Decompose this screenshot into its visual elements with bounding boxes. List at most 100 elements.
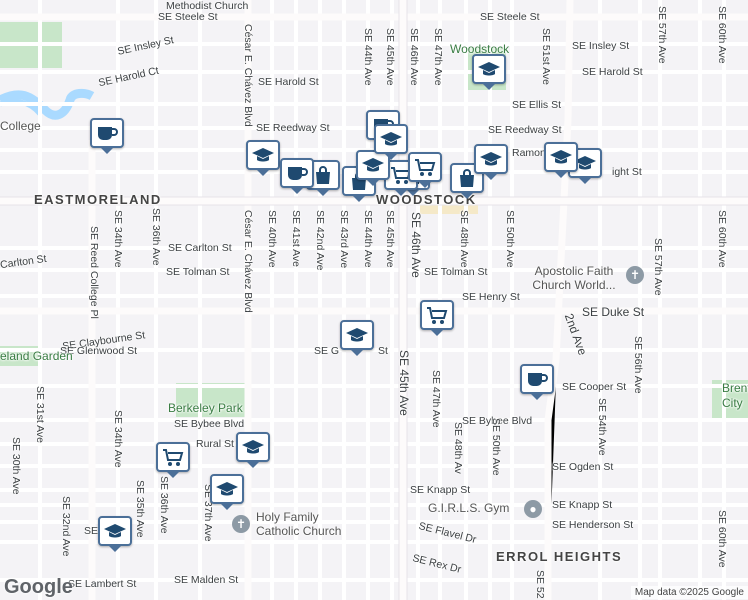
street-reedway-east: SE Reedway St xyxy=(488,124,562,136)
street-43rd: SE 43rd Ave xyxy=(338,210,350,269)
street-glenwood-east-suffix: St xyxy=(378,345,388,357)
street-46th-north: SE 46th Ave xyxy=(408,28,420,86)
river xyxy=(0,88,95,120)
street-54th: SE 54th Ave xyxy=(596,398,608,456)
map-marker[interactable] xyxy=(156,442,190,478)
street-tolman-east: SE Tolman St xyxy=(424,266,488,278)
map-marker[interactable] xyxy=(450,163,484,199)
street-60th-south: SE 60th Ave xyxy=(716,510,728,568)
street-knapp-west: SE Knapp St xyxy=(410,484,471,496)
map-marker[interactable] xyxy=(544,142,578,178)
church-icon: ✝ xyxy=(626,266,644,284)
map-marker[interactable] xyxy=(408,152,442,188)
street-bybee-west: SE Bybee Blvd xyxy=(174,418,245,430)
school-icon xyxy=(215,479,239,499)
street-steele-east: SE Steele St xyxy=(480,11,540,23)
map-marker[interactable] xyxy=(374,124,408,160)
street-42nd: SE 42nd Ave xyxy=(314,210,326,271)
map-marker[interactable] xyxy=(90,118,124,154)
shopping-cart-icon xyxy=(161,447,185,467)
street-henderson: SE Henderson St xyxy=(552,519,634,531)
shopping-bag-icon xyxy=(311,165,335,185)
park-area xyxy=(176,383,250,417)
street-knight: ight St xyxy=(612,166,642,178)
street-reed-college-pl: SE Reed College Pl xyxy=(88,226,100,319)
street-34th-north: SE 34th Ave xyxy=(112,210,124,268)
school-icon xyxy=(241,437,265,457)
street-chavez-north: César E. Chávez Blvd xyxy=(242,24,254,127)
street-45th-north: SE 45th Ave xyxy=(384,28,396,86)
coffee-icon xyxy=(525,369,549,389)
school-icon xyxy=(361,155,385,175)
shopping-cart-icon xyxy=(413,157,437,177)
street-rural: Rural St xyxy=(196,438,234,450)
coffee-icon xyxy=(285,163,309,183)
poi-methodist-church: Methodist Church xyxy=(166,0,249,12)
coffee-icon xyxy=(95,123,119,143)
street-insley-east: SE Insley St xyxy=(572,40,630,52)
map-marker[interactable] xyxy=(210,474,244,510)
poi-holy-family-catholic-church: Catholic Church xyxy=(256,524,342,538)
street-56th: SE 56th Ave xyxy=(632,336,644,394)
map-marker[interactable] xyxy=(472,54,506,90)
google-logo: Google xyxy=(4,576,73,598)
street-30th: SE 30th Ave xyxy=(10,437,22,495)
street-48th-north: SE 48th Ave xyxy=(458,210,470,268)
street-chavez-south: César E. Chávez Blvd xyxy=(242,210,254,313)
street-44th-south: SE 44th Ave xyxy=(362,210,374,268)
street-bybee-east: SE Bybee Blvd xyxy=(462,415,533,427)
map-marker[interactable] xyxy=(280,158,314,194)
poi-woodstock-park: Woodstock xyxy=(450,42,510,56)
school-icon xyxy=(573,153,597,173)
street-40th: SE 40th Ave xyxy=(266,210,278,268)
street-57th-south: SE 57th Ave xyxy=(652,238,664,296)
school-icon xyxy=(103,521,127,541)
street-36th-north: SE 36th Ave xyxy=(150,208,162,266)
map-marker[interactable] xyxy=(420,300,454,336)
street-47th-south: SE 47th Ave xyxy=(430,370,442,428)
poi-apostolic-faith-church: Apostolic Faith Church World... xyxy=(532,264,616,292)
district-woodstock: WOODSTOCK xyxy=(376,192,477,207)
street-60th-middle: SE 60th Ave xyxy=(716,210,728,268)
church-icon: ✝ xyxy=(232,515,250,533)
school-icon xyxy=(477,59,501,79)
map-marker[interactable] xyxy=(236,432,270,468)
street-60th-north: SE 60th Ave xyxy=(716,6,728,64)
poi-berkeley-park: Berkeley Park xyxy=(168,401,243,415)
street-35th: SE 35th Ave xyxy=(134,480,146,538)
map-marker[interactable] xyxy=(340,320,374,356)
shopping-cart-icon xyxy=(389,165,413,185)
street-57th-north: SE 57th Ave xyxy=(656,6,668,64)
street-harold-west: SE Harold St xyxy=(258,76,319,88)
district-errol-heights: ERROL HEIGHTS xyxy=(496,549,623,564)
street-32nd: SE 32nd Ave xyxy=(60,496,72,557)
school-icon xyxy=(479,149,503,169)
poi-college: College xyxy=(0,119,41,133)
school-icon xyxy=(251,145,275,165)
street-tolman-west: SE Tolman St xyxy=(166,266,230,278)
poi-city: City xyxy=(722,396,743,410)
street-45th-south: SE 45th Ave xyxy=(397,350,411,416)
map-attribution: Map data ©2025 Google xyxy=(630,586,748,599)
street-47th-north: SE 47th Ave xyxy=(432,28,444,86)
school-icon xyxy=(345,325,369,345)
street-reedway-west: SE Reedway St xyxy=(256,122,330,134)
map-marker[interactable] xyxy=(98,516,132,552)
street-46th-south: SE 46th Ave xyxy=(409,212,423,278)
map-marker[interactable] xyxy=(474,144,508,180)
street-glenwood-east: SE G xyxy=(314,345,340,357)
street-henry: SE Henry St xyxy=(462,291,520,303)
map-marker[interactable] xyxy=(520,364,554,400)
poi-brent: Brent xyxy=(722,381,748,395)
street-48th-south: SE 48th Av xyxy=(452,422,464,474)
street-45th-middle: SE 45th Ave xyxy=(384,210,396,268)
map-marker[interactable] xyxy=(246,140,280,176)
poi-girls-gym: G.I.R.L.S. Gym xyxy=(428,501,510,515)
district-eastmoreland: EASTMORELAND xyxy=(34,192,162,207)
street-duke: SE Duke St xyxy=(582,305,645,319)
street-31st: SE 31st Ave xyxy=(34,386,46,444)
